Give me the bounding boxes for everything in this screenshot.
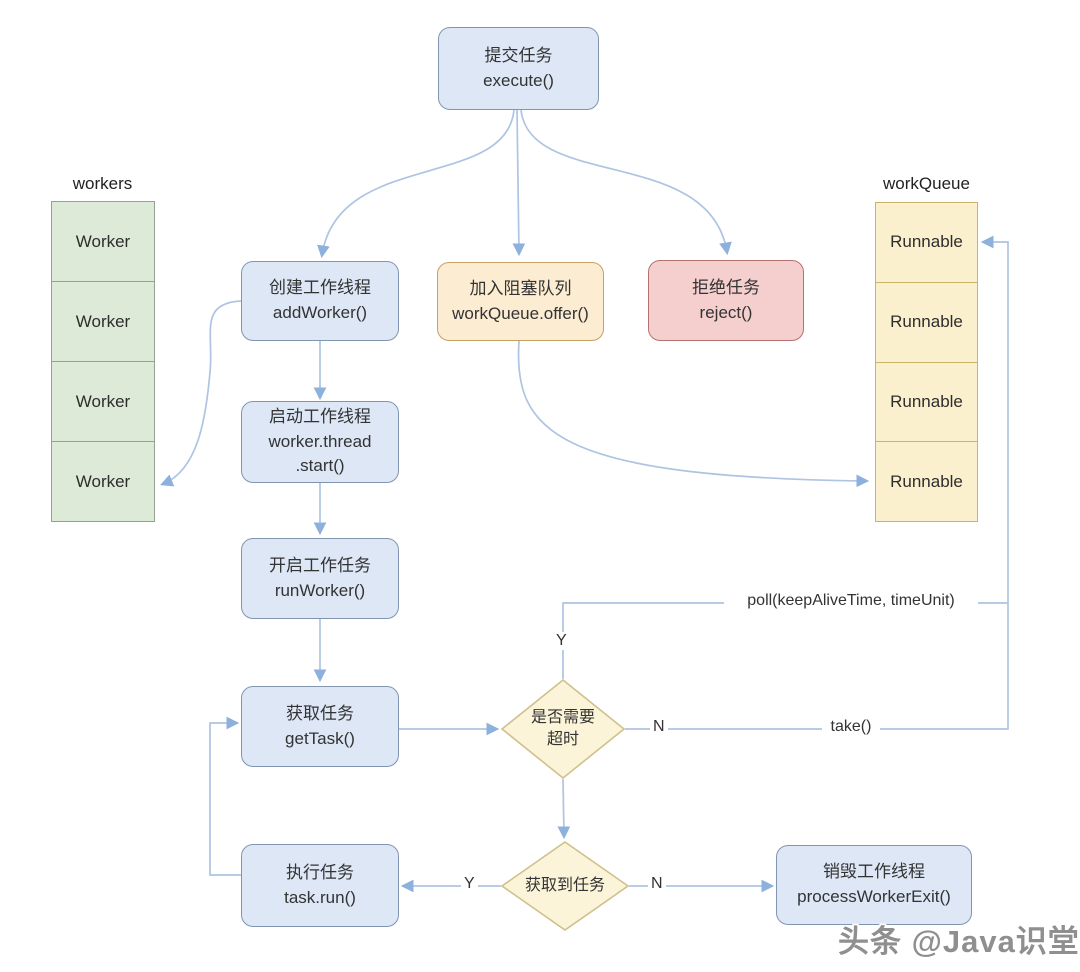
work-queue-column: Runnable Runnable Runnable Runnable xyxy=(875,202,978,522)
worker-cell: Worker xyxy=(52,202,154,282)
watermark: 头条 @Java识堂 xyxy=(838,924,1080,959)
diamond-need-timeout-label: 是否需要 超时 xyxy=(504,681,622,777)
edge-label-got-task-yes: Y xyxy=(461,875,478,893)
node-offer-line2: workQueue.offer() xyxy=(452,303,589,323)
edge-execute-to-offer xyxy=(512,109,526,257)
worker-cell: Worker xyxy=(52,362,154,442)
workers-title: workers xyxy=(72,174,133,193)
got-task-line1: 获取到任务 xyxy=(524,877,605,895)
node-get-task-line1: 获取任务 xyxy=(286,703,354,723)
node-reject: 拒绝任务 reject() xyxy=(648,260,804,341)
edge-label-take: take() xyxy=(822,718,880,736)
node-process-worker-exit-line1: 销毁工作线程 xyxy=(823,862,925,882)
node-reject-line1: 拒绝任务 xyxy=(692,277,760,297)
edge-taskrun-loop-to-gettask xyxy=(209,716,242,876)
worker-cell: Worker xyxy=(75,471,131,491)
diamond-need-timeout xyxy=(500,678,626,780)
edge-timeout-to-gottask xyxy=(557,778,571,840)
node-process-worker-exit-line2: processWorkerExit() xyxy=(797,887,951,906)
node-execute: 提交任务 execute() xyxy=(438,27,599,110)
edge-execute-to-reject xyxy=(520,109,732,256)
diamond-got-task-label: 获取到任务 xyxy=(502,844,628,928)
edge-offer-to-queue xyxy=(517,340,870,488)
node-execute-line2: execute() xyxy=(483,70,554,90)
node-offer: 加入阻塞队列 workQueue.offer() xyxy=(437,262,604,341)
need-timeout-line2: 超时 xyxy=(546,731,579,748)
edge-label-timeout-no: N xyxy=(650,718,668,736)
edge-addworker-to-workers xyxy=(160,300,242,487)
node-get-task: 获取任务 getTask() xyxy=(241,686,399,767)
edge-timeout-take-to-queue xyxy=(625,235,1009,730)
node-run-worker-line2: runWorker() xyxy=(274,580,366,600)
diamond-got-task xyxy=(500,841,630,931)
runnable-cell: Runnable xyxy=(876,363,977,443)
edge-label-poll: poll(keepAliveTime, timeUnit) xyxy=(724,592,978,610)
edge-execute-to-addworker xyxy=(317,109,515,259)
node-thread-start: 启动工作线程 worker.thread .start() xyxy=(241,401,399,483)
node-reject-line2: reject() xyxy=(699,302,753,322)
need-timeout-line1: 是否需要 xyxy=(530,709,595,727)
runnable-cell: Runnable xyxy=(876,283,977,363)
node-thread-start-line2: worker.thread xyxy=(268,431,372,451)
node-run-worker: 开启工作任务 runWorker() xyxy=(241,538,399,619)
node-add-worker: 创建工作线程 addWorker() xyxy=(241,261,399,341)
node-run-worker-line1: 开启工作任务 xyxy=(269,555,371,575)
node-task-run-line2: task.run() xyxy=(284,887,356,907)
node-execute-line1: 提交任务 xyxy=(484,45,553,65)
workers-column: Worker Worker Worker Worker xyxy=(51,201,155,522)
edge-label-got-task-no: N xyxy=(648,875,666,893)
work-queue-title: workQueue xyxy=(883,174,970,193)
node-process-worker-exit: 销毁工作线程 processWorkerExit() xyxy=(776,845,972,925)
node-offer-line1: 加入阻塞队列 xyxy=(469,278,572,298)
edge-timeout-poll xyxy=(562,602,1008,679)
node-thread-start-line3: .start() xyxy=(295,456,345,476)
node-task-run-line1: 执行任务 xyxy=(286,862,354,882)
node-add-worker-line1: 创建工作线程 xyxy=(269,278,371,298)
node-task-run: 执行任务 task.run() xyxy=(241,844,399,927)
edge-label-timeout-yes: Y xyxy=(553,632,570,650)
node-add-worker-line2: addWorker() xyxy=(272,303,368,322)
worker-cell: Worker xyxy=(52,282,154,362)
node-thread-start-line1: 启动工作线程 xyxy=(269,407,371,427)
runnable-cell: Runnable xyxy=(876,203,977,283)
runnable-cell: Runnable xyxy=(890,471,963,491)
node-get-task-line2: getTask() xyxy=(285,728,355,748)
